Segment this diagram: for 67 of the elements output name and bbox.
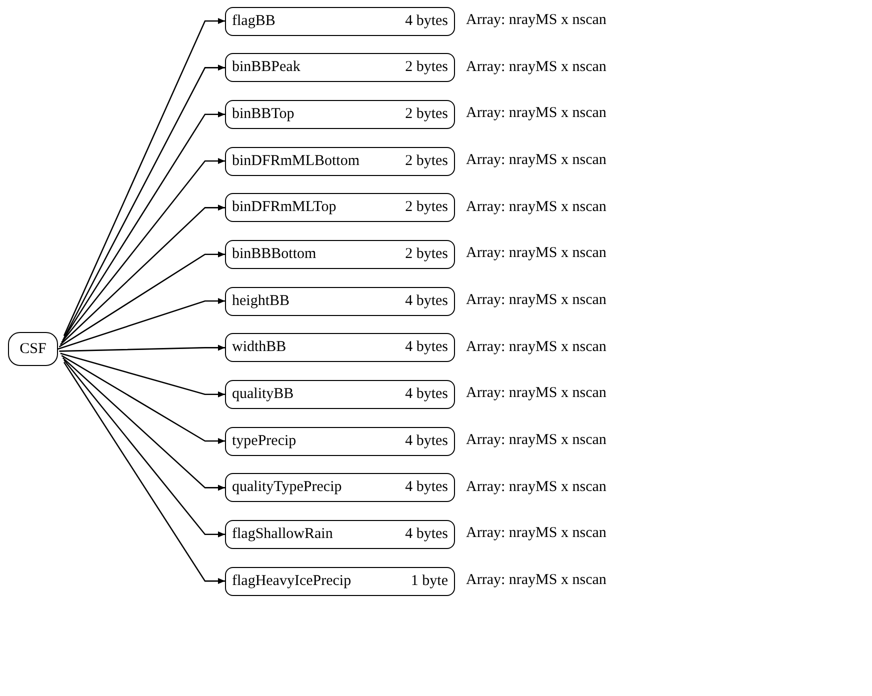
field-name: flagHeavyIcePrecip bbox=[232, 572, 352, 591]
field-box bbox=[225, 473, 455, 502]
field-box bbox=[225, 520, 455, 549]
array-note: Array: nrayMS x nscan bbox=[466, 200, 606, 215]
field-box bbox=[225, 53, 455, 82]
field-size: 4 bytes bbox=[405, 478, 448, 498]
array-note: Array: nrayMS x nscan bbox=[466, 340, 606, 355]
arrow bbox=[63, 64, 225, 338]
field-size: 2 bytes bbox=[405, 105, 448, 124]
arrow bbox=[61, 355, 225, 444]
array-note: Array: nrayMS x nscan bbox=[466, 246, 606, 262]
field-size: 4 bytes bbox=[405, 385, 448, 404]
field-name: flagBB bbox=[232, 12, 276, 31]
field-size: 4 bytes bbox=[405, 338, 448, 358]
array-note: Array: nrayMS x nscan bbox=[466, 60, 606, 75]
node-label: CSF bbox=[20, 340, 46, 359]
array-note: Array: nrayMS x nscan bbox=[466, 480, 606, 495]
field-name: binBBPeak bbox=[232, 58, 300, 78]
array-note: Array: nrayMS x nscan bbox=[466, 293, 606, 308]
arrow bbox=[58, 298, 225, 350]
arrow bbox=[63, 362, 225, 584]
array-note: Array: nrayMS x nscan bbox=[466, 106, 606, 122]
field-name: binBBBottom bbox=[232, 245, 316, 264]
arrow bbox=[60, 352, 225, 398]
arrow bbox=[61, 158, 225, 343]
field-size: 2 bytes bbox=[405, 58, 448, 78]
field-box bbox=[225, 146, 455, 176]
field-box bbox=[225, 380, 455, 409]
field-name: heightBB bbox=[232, 292, 290, 311]
field-box bbox=[225, 193, 455, 222]
arrow bbox=[58, 251, 225, 348]
field-size: 4 bytes bbox=[405, 525, 448, 544]
field-box bbox=[225, 6, 455, 36]
array-note: Array: nrayMS x nscan bbox=[466, 386, 606, 402]
field-box bbox=[225, 240, 455, 269]
field-box bbox=[225, 100, 455, 129]
arrow bbox=[64, 360, 225, 538]
array-note: Array: nrayMS x nscan bbox=[466, 526, 606, 542]
array-note: Array: nrayMS x nscan bbox=[466, 433, 606, 448]
field-box bbox=[225, 426, 455, 456]
field-name: flagShallowRain bbox=[232, 525, 333, 544]
field-size: 4 bytes bbox=[405, 12, 448, 31]
field-size: 1 byte bbox=[410, 572, 448, 591]
field-name: widthBB bbox=[232, 338, 286, 358]
arrow bbox=[63, 18, 225, 336]
field-size: 4 bytes bbox=[405, 432, 448, 451]
field-size: 4 bytes bbox=[405, 292, 448, 311]
field-name: binDFRmMLBottom bbox=[232, 152, 360, 171]
field-name: typePrecip bbox=[232, 432, 296, 451]
field-name: qualityBB bbox=[232, 385, 294, 404]
field-name: qualityTypePrecip bbox=[232, 478, 342, 498]
arrow bbox=[60, 204, 225, 346]
field-box bbox=[225, 286, 455, 316]
array-note: Array: nrayMS x nscan bbox=[466, 153, 606, 168]
array-note: Array: nrayMS x nscan bbox=[466, 573, 606, 588]
field-size: 2 bytes bbox=[405, 198, 448, 218]
root-node bbox=[8, 332, 58, 366]
arrow bbox=[59, 344, 225, 352]
arrow bbox=[62, 357, 225, 491]
field-name: binBBTop bbox=[232, 105, 294, 124]
field-box bbox=[225, 566, 455, 596]
field-size: 2 bytes bbox=[405, 245, 448, 264]
arrow bbox=[62, 111, 225, 341]
field-box bbox=[225, 333, 455, 362]
field-name: binDFRmMLTop bbox=[232, 198, 336, 218]
array-note: Array: nrayMS x nscan bbox=[466, 13, 606, 28]
field-size: 2 bytes bbox=[405, 152, 448, 171]
